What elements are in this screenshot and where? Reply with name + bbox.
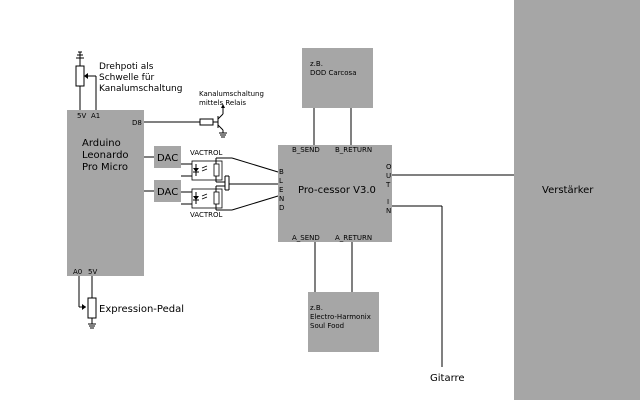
effect-a-line3: Soul Food <box>310 322 344 330</box>
dac-label-1: DAC <box>157 153 178 164</box>
vactrol-1 <box>181 158 223 182</box>
expression-pedal-poti <box>78 276 97 329</box>
svg-text:D: D <box>279 204 284 212</box>
blend-label: B L E N D <box>279 168 284 212</box>
svg-text:I: I <box>387 198 389 206</box>
effect-b-line1: z.B. <box>310 60 323 68</box>
dac-block-1 <box>154 146 181 168</box>
threshold-poti <box>75 51 97 110</box>
processor-block <box>278 145 392 242</box>
out-label: O U T <box>385 163 392 189</box>
svg-text:L: L <box>279 177 283 185</box>
svg-text:N: N <box>386 207 391 215</box>
svg-text:E: E <box>279 186 283 194</box>
processor-a-return: A_RETURN <box>335 234 372 242</box>
amplifier-block <box>514 0 640 400</box>
relay-label-line2: mittels Relais <box>199 99 246 107</box>
pin-d8: D8 <box>132 119 142 127</box>
arduino-label-line3: Pro Micro <box>82 162 128 173</box>
svg-text:T: T <box>385 181 391 189</box>
dac-label-2: DAC <box>157 187 178 198</box>
vactrol-label-bottom: VACTROL <box>190 211 223 219</box>
arduino-block <box>67 110 144 276</box>
pin-5v-bottom: 5V <box>88 268 97 276</box>
pin-5v-top: 5V <box>77 112 86 120</box>
vactrol-2 <box>181 186 223 210</box>
svg-text:U: U <box>386 172 391 180</box>
svg-text:O: O <box>386 163 392 171</box>
effect-a-line2: Electro-Harmonix <box>310 313 371 321</box>
amplifier-label: Verstärker <box>542 185 594 196</box>
dac-block-2 <box>154 180 181 202</box>
expression-pedal-label: Expression-Pedal <box>99 304 184 315</box>
relay-transistor <box>144 104 227 138</box>
vactrol-label-top: VACTROL <box>190 149 223 157</box>
svg-text:N: N <box>279 195 284 203</box>
relay-label-line1: Kanalumschaltung <box>199 90 264 98</box>
pin-a0: A0 <box>73 268 82 276</box>
guitar-label: Gitarre <box>430 373 465 384</box>
arduino-label-line2: Leonardo <box>82 150 129 161</box>
processor-title: Pro-cessor V3.0 <box>298 185 376 196</box>
effect-a-block <box>308 292 379 352</box>
in-label: I N <box>386 198 391 215</box>
processor-b-return: B_RETURN <box>335 146 372 154</box>
effect-a-line1: z.B. <box>310 304 323 312</box>
effect-b-block <box>302 48 373 108</box>
poti-label-line3: Kanalumschaltung <box>99 84 182 94</box>
arduino-label-line1: Arduino <box>82 138 121 149</box>
processor-a-send: A_SEND <box>292 234 320 242</box>
poti-label-line2: Schwelle für <box>99 73 155 83</box>
effect-b-line2: DOD Carcosa <box>310 69 356 77</box>
processor-b-send: B_SEND <box>292 146 320 154</box>
poti-label-line1: Drehpoti als <box>99 62 154 72</box>
svg-text:B: B <box>279 168 284 176</box>
pin-a1: A1 <box>91 112 100 120</box>
